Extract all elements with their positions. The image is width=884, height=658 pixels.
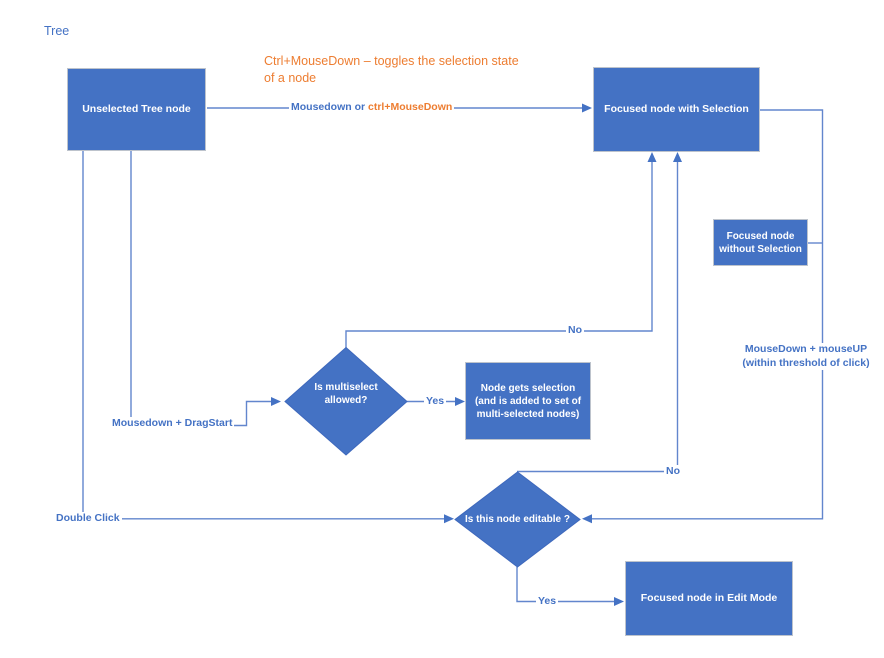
edge-multiselect-no bbox=[345, 161, 653, 348]
node-focused-with-selection: Focused node with Selection bbox=[593, 67, 760, 152]
decision-is-multiselect-allowed-label: Is multiselect allowed? bbox=[314, 382, 378, 406]
node-focused-edit-mode: Focused node in Edit Mode bbox=[625, 561, 793, 636]
arrowhead-multiselect-no-up bbox=[647, 152, 657, 162]
arrowhead-into-editable-right bbox=[582, 514, 592, 524]
node-unselected-tree-node-label: Unselected Tree node bbox=[82, 102, 191, 115]
edge-label-multiselect-no: No bbox=[566, 324, 584, 338]
edge-double-click bbox=[82, 151, 444, 520]
decision-is-node-editable bbox=[454, 471, 581, 568]
edge-dragstart bbox=[130, 151, 271, 427]
edge-label-dragstart: Mousedown + DragStart bbox=[110, 417, 235, 431]
edge-label-mousedown-orange: ctrl+MouseDown bbox=[368, 101, 453, 113]
edge-label-mousedown-blue: Mousedown or bbox=[291, 101, 368, 113]
annotation-ctrl-mousedown: Ctrl+MouseDown – toggles the selection s… bbox=[264, 54, 519, 85]
edge-right-loop bbox=[592, 109, 824, 520]
node-focused-with-selection-label: Focused node with Selection bbox=[604, 102, 749, 115]
decision-is-node-editable-label: Is this node editable ? bbox=[464, 513, 570, 525]
edge-editable-yes bbox=[516, 567, 614, 603]
arrowhead-into-edit-mode bbox=[614, 597, 624, 606]
edge-label-editable-yes: Yes bbox=[536, 595, 559, 609]
arrowhead-editable-no-up bbox=[673, 152, 682, 162]
node-gets-selection: Node gets selection (and is added to set… bbox=[465, 362, 591, 440]
node-unselected-tree-node: Unselected Tree node bbox=[67, 68, 206, 151]
node-focused-without-selection: Focused node without Selection bbox=[713, 219, 808, 266]
edge-label-mousedown-mouseup: MouseDown + mouseUP (within threshold of… bbox=[737, 343, 875, 371]
edge-label-mousedown: Mousedown or ctrl+MouseDown bbox=[289, 101, 455, 115]
arrowhead-into-gets-selection bbox=[455, 397, 465, 406]
arrowhead-into-editable-left bbox=[444, 514, 454, 524]
page-title: Tree bbox=[44, 24, 70, 38]
arrowhead-into-focused-with-selection-left bbox=[582, 103, 592, 113]
decision-is-multiselect-allowed bbox=[284, 346, 408, 456]
edge-label-multiselect-yes: Yes bbox=[424, 394, 447, 409]
node-focused-edit-mode-label: Focused node in Edit Mode bbox=[640, 591, 778, 604]
edge-label-double-click: Double Click bbox=[54, 511, 122, 526]
node-focused-without-selection-label: Focused node without Selection bbox=[719, 230, 802, 255]
node-gets-selection-label: Node gets selection (and is added to set… bbox=[474, 382, 582, 420]
arrowhead-into-multiselect-left bbox=[271, 397, 281, 406]
edge-label-editable-no: No bbox=[664, 464, 682, 479]
